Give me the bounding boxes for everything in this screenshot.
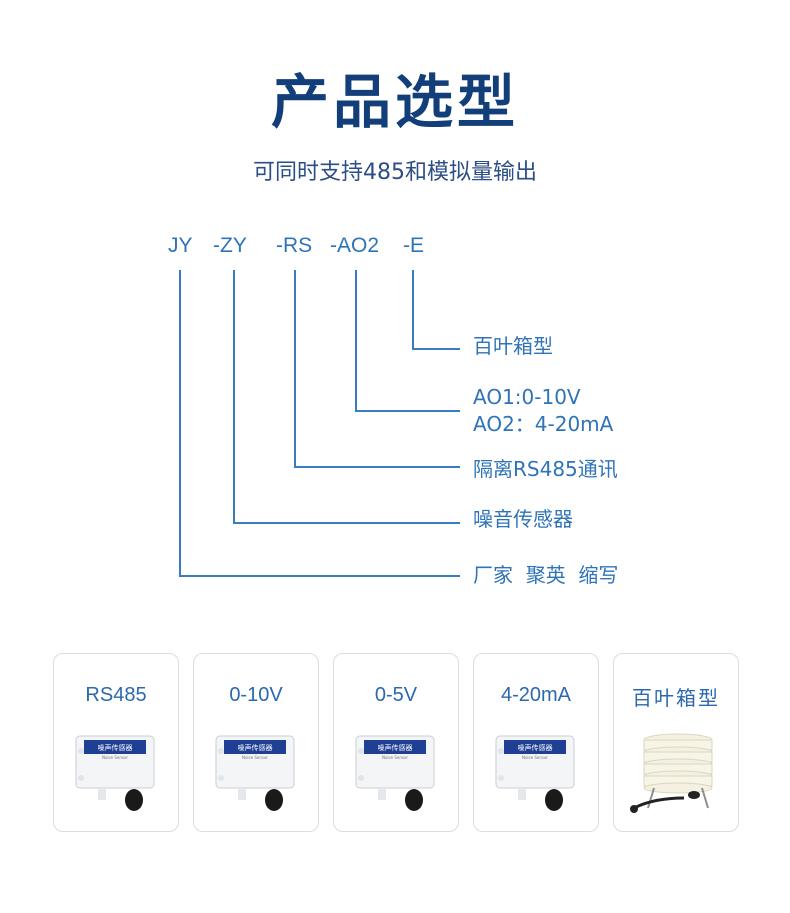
desc-shutter-box: 百叶箱型: [473, 334, 553, 358]
desc-ao1: AO1:0-10V: [473, 385, 581, 409]
code-segment-enclosure: -E: [403, 234, 424, 257]
code-segment-brand: JY: [168, 234, 193, 257]
product-card-4-20ma[interactable]: 4-20mA 噪声传感器 Noise Sensor: [473, 653, 599, 832]
device-sub-text: Noise Sensor: [382, 755, 408, 760]
page-title: 产品选型: [270, 68, 519, 136]
sensor-device-image: 噪声传感器 Noise Sensor: [495, 735, 575, 811]
code-segment-sensor: -ZY: [213, 234, 247, 257]
product-card-0-5v[interactable]: 0-5V 噪声传感器 Noise Sensor: [333, 653, 459, 832]
device-label-text: 噪声传感器: [98, 743, 133, 752]
sensor-device-image: 噪声传感器 Noise Sensor: [75, 735, 155, 811]
device-label-text: 噪声传感器: [378, 743, 413, 752]
sensor-device-image: 噪声传感器 Noise Sensor: [355, 735, 435, 811]
page-subtitle: 可同时支持485和模拟量输出: [253, 160, 537, 185]
connector-line-analog: [355, 270, 460, 412]
product-card-label: RS485: [85, 684, 147, 706]
device-label-text: 噪声传感器: [238, 743, 273, 752]
product-card-0-10v[interactable]: 0-10V 噪声传感器 Noise Sensor: [193, 653, 319, 832]
product-card-label: 0-10V: [229, 684, 283, 706]
connector-line-brand: [179, 270, 460, 577]
device-label-text: 噪声传感器: [518, 743, 553, 752]
device-sub-text: Noise Sensor: [102, 755, 128, 760]
desc-sensor: 噪音传感器: [473, 507, 573, 531]
desc-rs485: 隔离RS485通讯: [473, 457, 618, 481]
device-sub-text: Noise Sensor: [522, 755, 548, 760]
product-card-rs485[interactable]: RS485 噪声传感器 Noise Sensor: [53, 653, 179, 832]
device-sub-text: Noise Sensor: [242, 755, 268, 760]
code-segment-comm: -RS: [276, 234, 313, 257]
connector-line-comm: [294, 270, 460, 468]
product-card-label: 百叶箱型: [632, 686, 720, 710]
code-segment-analog: -AO2: [330, 234, 380, 257]
sensor-device-image: 噪声传感器 Noise Sensor: [215, 735, 295, 811]
product-card-label: 4-20mA: [500, 684, 572, 706]
connector-line-sensor: [233, 270, 460, 524]
product-card-shutter-box[interactable]: 百叶箱型: [613, 653, 739, 832]
product-card-label: 0-5V: [374, 684, 418, 706]
connector-line-enclosure: [412, 270, 460, 350]
desc-maker: 厂家 聚英 缩写: [473, 563, 619, 587]
shutter-box-image: [630, 733, 713, 813]
desc-ao2: AO2：4-20mA: [473, 412, 614, 436]
